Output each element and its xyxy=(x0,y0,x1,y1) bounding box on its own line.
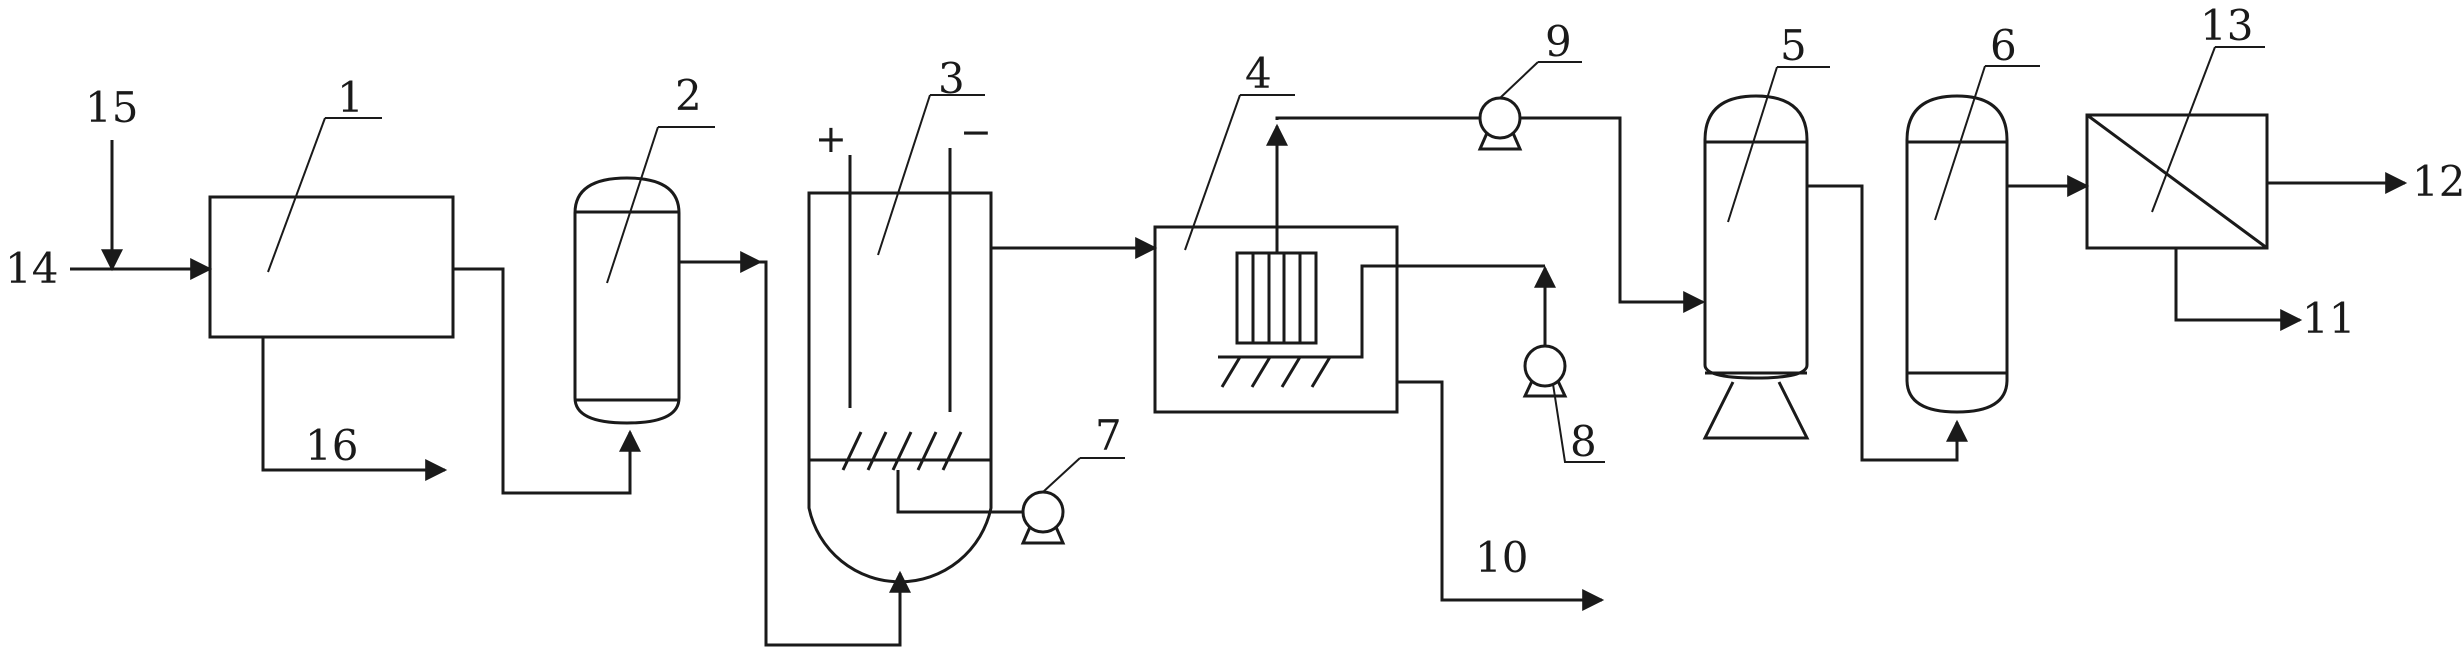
pipe-4-to-5 xyxy=(1266,116,1706,313)
label-3: 3 xyxy=(938,54,965,103)
leader-13 xyxy=(2151,46,2216,213)
membrane-module xyxy=(1235,251,1318,345)
label-4: 4 xyxy=(1245,49,1272,98)
unit-3-electrolytic-cell xyxy=(807,94,993,584)
label-12: 12 xyxy=(2412,157,2464,206)
cathode-sign: − xyxy=(960,110,992,154)
pump-7 xyxy=(896,457,1125,545)
leader-6 xyxy=(1934,65,1986,221)
label-8: 8 xyxy=(1570,417,1597,466)
leader-8 xyxy=(1552,383,1605,463)
label-15: 15 xyxy=(85,83,138,132)
unit-2-vessel xyxy=(573,126,715,425)
label-7: 7 xyxy=(1095,411,1122,460)
leader-1 xyxy=(267,117,326,273)
unit-6-column xyxy=(1905,65,2040,414)
leader-9 xyxy=(1499,61,1539,99)
pipe-5-to-6 xyxy=(1807,184,1968,462)
pipe-1-to-2 xyxy=(453,267,641,495)
label-9: 9 xyxy=(1545,17,1572,66)
leader-4 xyxy=(1184,94,1241,251)
unit-1-tank xyxy=(208,117,455,339)
leader-2 xyxy=(606,126,659,284)
stream-10-outlet xyxy=(1397,380,1605,611)
label-2: 2 xyxy=(675,71,702,120)
leader-7 xyxy=(1042,457,1081,493)
pump-9 xyxy=(1477,61,1582,151)
label-11: 11 xyxy=(2302,294,2355,343)
label-16: 16 xyxy=(305,421,358,470)
pump-8 xyxy=(1522,265,1605,463)
label-5: 5 xyxy=(1780,21,1807,70)
anode-sign: + xyxy=(815,117,847,161)
unit-13-membrane-filter xyxy=(2085,46,2269,250)
stream-16-outlet xyxy=(261,337,448,481)
label-14: 14 xyxy=(5,244,58,293)
unit-5-column xyxy=(1702,66,1830,440)
leader-5 xyxy=(1727,66,1778,223)
label-6: 6 xyxy=(1990,21,2017,70)
label-1: 1 xyxy=(337,73,364,122)
label-13: 13 xyxy=(2200,1,2253,50)
label-10: 10 xyxy=(1475,533,1528,582)
stream-11-outlet xyxy=(2174,248,2303,331)
unit-4-tank xyxy=(1153,94,1545,414)
leader-3 xyxy=(877,94,931,256)
